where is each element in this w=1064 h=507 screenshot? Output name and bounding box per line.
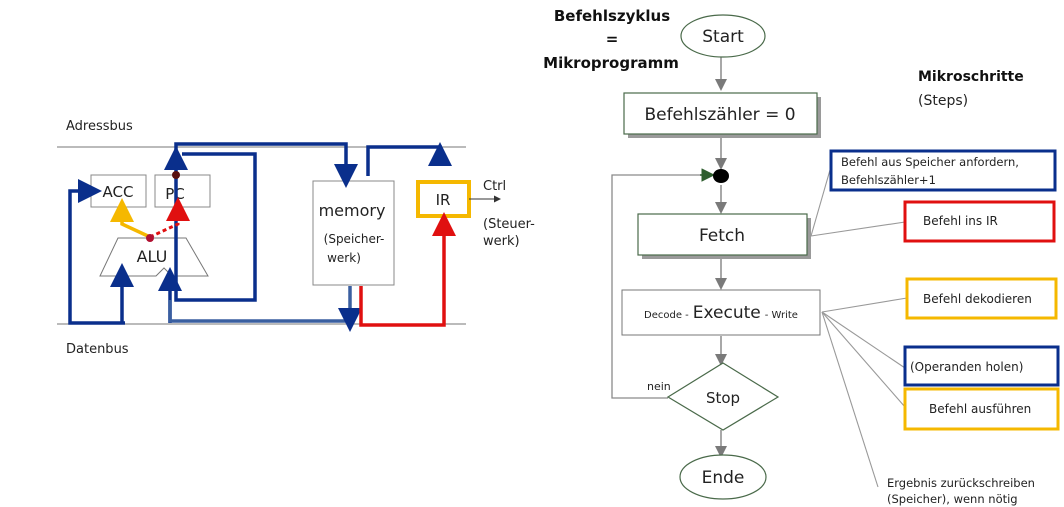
stop-label: Stop [706,389,740,407]
memory-label: memory [319,201,386,220]
loop-junction [713,169,729,183]
counter-box [623,92,818,135]
title-mikroprogramm: Mikroprogramm [543,54,679,72]
step-box-execute [903,387,1060,431]
fetch-label: Fetch [699,226,745,246]
counter-label: Befehlszähler = 0 [644,105,795,125]
step-box-operands [903,345,1060,387]
leader-fetch-box2 [810,221,906,237]
title-equals: = [606,30,619,48]
steps-subtitle: (Steps) [918,93,968,109]
writeback-note-line2: (Speicher), wenn nötig [887,492,1018,506]
leader-decode-box3 [821,297,908,313]
step-box-decode [905,277,1058,320]
micro-steps: Mikroschritte (Steps) Befehl aus Speiche… [810,69,1060,506]
cpu-block-diagram: Adressbus Datenbus ACC PC ALU memory (Sp… [57,119,535,357]
decode-text: Decode - [644,310,689,321]
memory-data-path [168,286,352,323]
start-label: Start [702,27,744,47]
decode-execute-write-label: Decode - Execute - Write [644,303,798,323]
acc-label: ACC [103,183,134,201]
alu-junction [146,234,154,242]
leader-fetch-box1 [810,169,831,237]
memory-unit [312,180,395,286]
step-box-request-line1: Befehl aus Speicher anfordern, [841,155,1019,169]
steuer-line1: (Steuer- [483,217,535,232]
mikroschritte-title: Mikroschritte [918,69,1024,85]
start-node [680,14,766,58]
fetch-box [637,213,808,256]
ende-node [679,454,767,500]
alu-label: ALU [137,247,168,266]
step-box-ir-label: Befehl ins IR [923,214,998,228]
write-text: - Write [765,310,798,321]
step-box-decode-label: Befehl dekodieren [923,292,1032,306]
step-box-execute-label: Befehl ausführen [929,402,1031,416]
step-box-operands-label: (Operanden holen) [910,360,1023,374]
flowchart: Befehlszyklus = Mikroprogramm Start Befe… [543,7,821,500]
steuer-line2: werk) [483,234,520,249]
memory-sub1: (Speicher- [324,232,385,246]
execute-text: Execute [693,303,761,323]
memory-sub2: werk) [327,251,361,265]
ir-label: IR [436,191,451,209]
loop-back-line [611,174,710,399]
leader-decode-box4 [821,311,906,369]
adressbus-label: Adressbus [66,119,133,134]
red-ir-path [359,225,446,327]
decode-box [621,289,821,336]
step-box-ir [903,200,1056,243]
title-befehlszyklus: Befehlszyklus [554,7,670,25]
alu-acc-path [120,214,151,239]
nein-label: nein [647,380,671,393]
alu-pc-path [149,212,180,239]
ende-label: Ende [702,468,745,488]
step-box-request-line2: Befehlszähler+1 [841,173,936,187]
ctrl-label: Ctrl [483,179,506,194]
datenbus-label: Datenbus [66,342,129,357]
pc-junction [172,171,180,179]
leader-decode-note [821,311,879,488]
step-box-request [829,149,1057,192]
stop-decision [666,362,780,431]
writeback-note-line1: Ergebnis zurückschreiben [887,476,1035,490]
leader-decode-box5 [821,311,906,408]
